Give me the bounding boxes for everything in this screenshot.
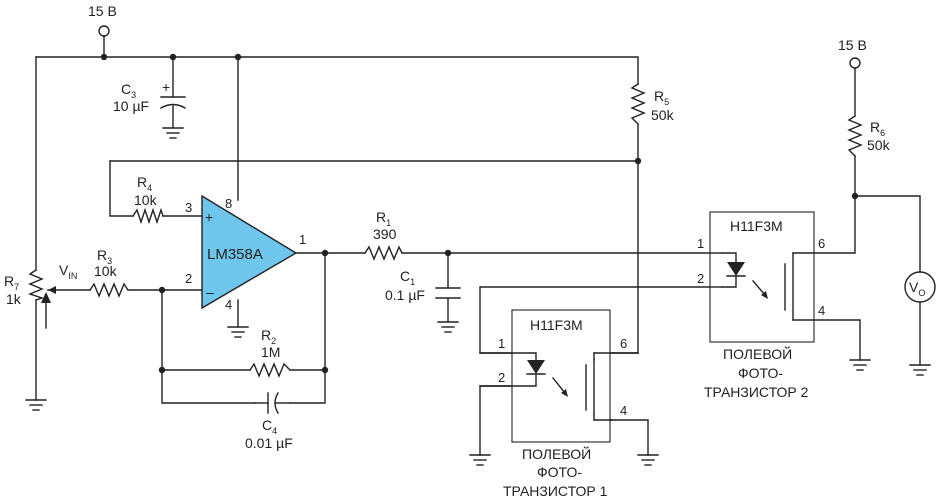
opto2-pin-2: 2 [697, 271, 704, 286]
capacitor-c4: C4 0.01 µF [245, 392, 293, 451]
opamp-minus: – [206, 284, 214, 300]
opto1-pin-6: 6 [620, 336, 627, 351]
led-icon [727, 262, 745, 276]
supply-label-right: 15 В [838, 37, 867, 53]
optocoupler-2: H11F3M 1 2 6 4 ПОЛЕВОЙ ФОТО- ТРАНЗИСТОР … [697, 211, 871, 400]
opto1-caption-1: ПОЛЕВОЙ [522, 445, 591, 462]
capacitor-c1: C1 0.1 µF [385, 268, 461, 333]
junction-dot [169, 53, 177, 61]
opto1-pin-1: 1 [498, 336, 505, 351]
opamp-plus: + [205, 209, 213, 225]
vin-label: VIN [59, 262, 77, 281]
opamp-pin-1: 1 [299, 232, 306, 247]
c3-label: C3 [121, 81, 136, 100]
resistor-r6: R6 50k [847, 115, 891, 157]
opamp-name: LM358A [207, 246, 263, 263]
voltmeter-vo: VO [904, 271, 936, 376]
capacitor-c3: + C3 10 µF [113, 79, 186, 139]
opto1-caption-2: ФОТО- [537, 464, 582, 480]
r4-label: R4 [137, 174, 152, 193]
resistor-r1: R1 390 [364, 209, 403, 261]
junction-dot [158, 286, 166, 294]
opto1-name: H11F3M [530, 317, 583, 333]
opto2-caption-2: ФОТО- [738, 365, 783, 381]
resistor-r4: R4 10k [132, 174, 164, 225]
c1-label: C1 [400, 268, 415, 287]
resistor-r5: R5 50k [630, 83, 675, 125]
led-icon [527, 360, 545, 374]
r3-value: 10k [94, 263, 118, 279]
junction-dot [321, 249, 329, 257]
opto2-caption-3: ТРАНЗИСТОР 2 [704, 384, 809, 400]
supply-terminal-right: 15 В [838, 37, 867, 69]
r1-label: R1 [376, 209, 391, 228]
opto1-pin-2: 2 [498, 370, 505, 385]
resistor-r3: R3 10k [89, 247, 129, 298]
opto1-pin-4: 4 [620, 403, 627, 418]
supply-label-left: 15 В [88, 3, 117, 19]
resistor-r2: R2 1M [249, 327, 291, 378]
junction-dot [234, 53, 242, 61]
opamp-pin-8: 8 [225, 196, 232, 211]
junction-dot [634, 157, 642, 165]
junction-dot [321, 366, 329, 374]
vin-indicator: VIN [48, 262, 77, 294]
supply-terminal-left: 15 В [88, 3, 117, 37]
vo-label: VO [909, 279, 925, 298]
r5-label: R5 [654, 88, 669, 107]
c4-label: C4 [262, 417, 277, 436]
r2-value: 1M [261, 344, 280, 360]
opamp-pin-3: 3 [185, 200, 192, 215]
junction-dot [158, 366, 166, 374]
junction-dot [100, 53, 108, 61]
optocoupler-1: H11F3M 1 2 6 4 ПОЛЕВОЙ ФОТО- ТРАНЗИСТОР … [469, 309, 659, 499]
opamp-pin-2: 2 [185, 271, 192, 286]
opto2-pin-4: 4 [818, 303, 825, 318]
opto1-caption-3: ТРАНЗИСТОР 1 [503, 483, 608, 499]
junctions [100, 53, 859, 374]
opto2-caption-1: ПОЛЕВОЙ [723, 345, 792, 362]
r1-value: 390 [373, 226, 397, 242]
r3-label: R3 [97, 247, 112, 266]
potentiometer-r7: R7 1k [4, 269, 51, 411]
opto2-pin-1: 1 [697, 236, 704, 251]
opamp-lm358a: LM358A + – 8 4 3 2 1 [185, 194, 306, 338]
opto2-name: H11F3M [730, 218, 783, 234]
r7-label: R7 [4, 273, 19, 292]
opamp-pin-4: 4 [225, 297, 232, 312]
r2-label: R2 [261, 327, 276, 346]
c4-value: 0.01 µF [245, 435, 293, 451]
c3-plus-sign: + [162, 79, 170, 95]
r6-value: 50k [867, 137, 891, 153]
r5-value: 50k [651, 107, 675, 123]
r7-value: 1k [6, 291, 22, 307]
c3-value: 10 µF [113, 98, 149, 114]
r6-label: R6 [870, 119, 885, 138]
junction-dot [444, 249, 452, 257]
opto2-pin-6: 6 [818, 236, 825, 251]
junction-dot [851, 192, 859, 200]
r4-value: 10k [134, 192, 158, 208]
c1-value: 0.1 µF [385, 287, 425, 303]
